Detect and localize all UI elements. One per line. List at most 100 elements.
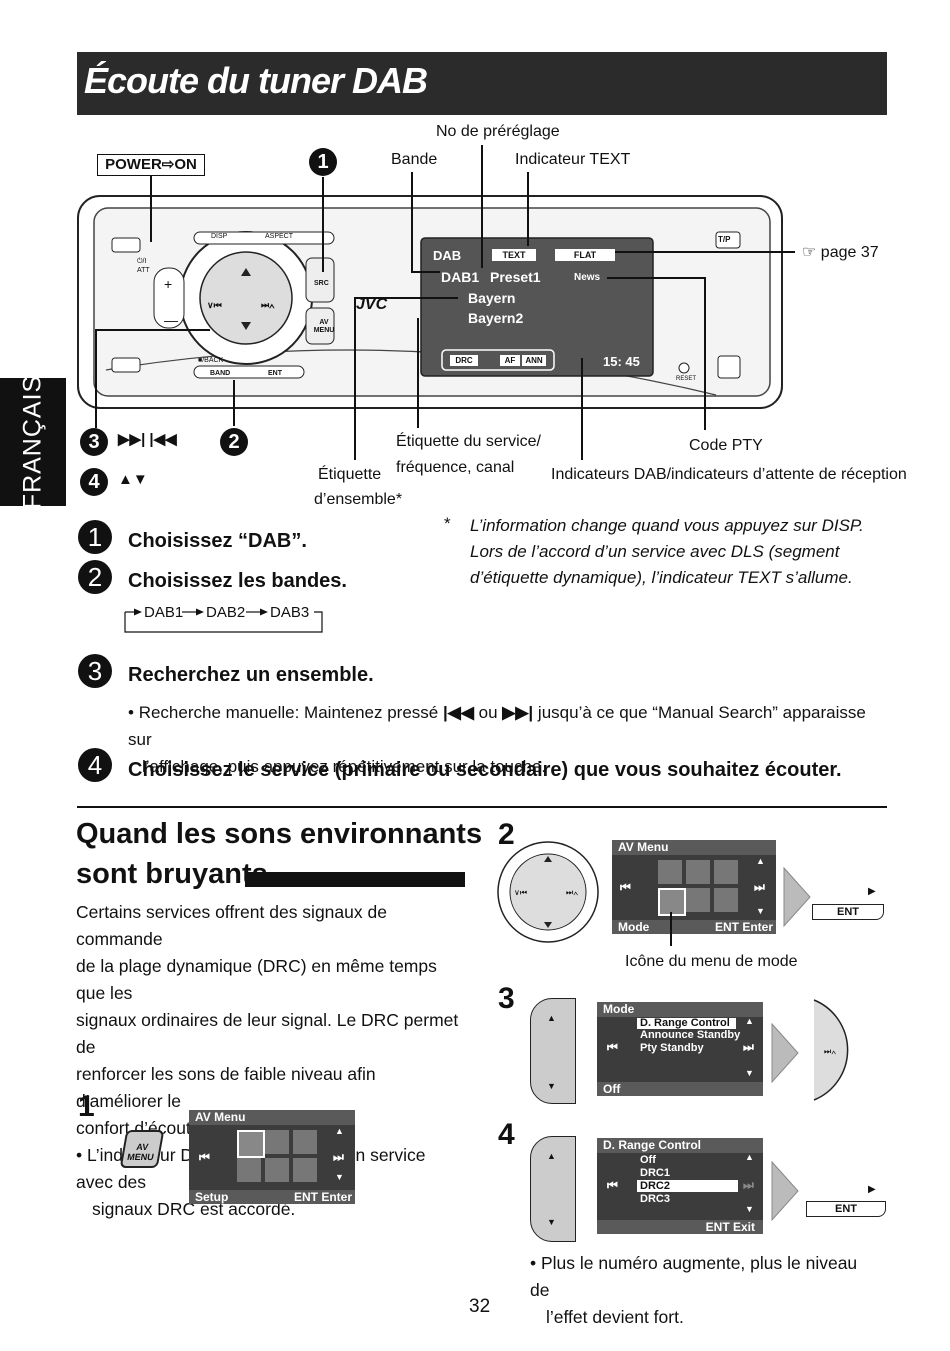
mode-icon bbox=[658, 888, 686, 916]
av-menu-key[interactable]: AV MENU bbox=[119, 1130, 165, 1168]
play-icon: ▶ bbox=[868, 886, 876, 897]
menu-icon-grid bbox=[237, 1130, 317, 1182]
down-icon: ▼ bbox=[745, 1204, 754, 1214]
play-icon: ▶ bbox=[868, 1184, 876, 1195]
screen4-footer: ENT Exit bbox=[597, 1220, 763, 1234]
drc-bullet-2: signaux DRC est accordé. bbox=[92, 1199, 296, 1219]
prev-icon: ⏮ bbox=[607, 1040, 618, 1054]
screen1-header: AV Menu bbox=[189, 1110, 355, 1125]
up-icon: ▲ bbox=[756, 856, 765, 866]
sound-icon bbox=[293, 1130, 317, 1154]
bluetooth-icon bbox=[293, 1158, 317, 1182]
ent-button-4[interactable]: ENT bbox=[806, 1201, 886, 1217]
list-icon bbox=[265, 1158, 289, 1182]
label-ensemble-2: d’ensemble* bbox=[314, 491, 403, 508]
body-line-3: signaux ordinaires de leur signal. Le DR… bbox=[76, 1010, 459, 1057]
section-heading-2: sont bruyants bbox=[76, 858, 268, 890]
disp-button[interactable]: DISP bbox=[211, 233, 228, 240]
label-page-ref: ☞ page 37 bbox=[802, 244, 879, 261]
display-time: 15: 45 bbox=[603, 354, 640, 369]
ent-button[interactable]: ENT bbox=[268, 370, 282, 377]
language-tab: FRANÇAIS bbox=[0, 374, 66, 510]
minus-button[interactable]: — bbox=[164, 312, 178, 328]
step-3-bullet: • Recherche manuelle: Maintenez pressé |… bbox=[128, 703, 866, 776]
setup-icon bbox=[658, 860, 682, 884]
label-preset-number: No de préréglage bbox=[436, 123, 560, 140]
down-icon: ▼ bbox=[756, 906, 765, 916]
arrow-right-icon bbox=[771, 1160, 799, 1222]
att-button[interactable]: ⏻/I ATT bbox=[137, 258, 150, 274]
language-label: FRANÇAIS bbox=[18, 374, 47, 510]
control-dial-2: ∨⏮ ⏭∧ bbox=[497, 841, 599, 943]
bluetooth-icon bbox=[714, 888, 738, 912]
display-drc: DRC bbox=[450, 355, 478, 366]
label-dab-indicators: Indicateurs DAB/indicateurs d’attente de… bbox=[551, 466, 907, 483]
dial-side-3: ▲▼ bbox=[530, 998, 576, 1104]
sub-step-3: 3 bbox=[498, 982, 515, 1015]
mode-icon-caption: Icône du menu de mode bbox=[625, 953, 798, 970]
label-service-2: fréquence, canal bbox=[396, 459, 515, 476]
screen-drc-list: D. Range Control Off DRC1 DRC2 DRC3 ⏮ ⏭ … bbox=[597, 1138, 763, 1234]
src-button[interactable]: SRC bbox=[314, 280, 329, 287]
callout-1: 1 bbox=[309, 148, 337, 176]
display-text-indicator: TEXT bbox=[492, 249, 536, 261]
band-button[interactable]: BAND bbox=[210, 370, 231, 377]
band-dab3: DAB3 bbox=[270, 604, 310, 621]
sub-step-2: 2 bbox=[498, 818, 515, 851]
body-line-1: Certains services offrent des signaux de… bbox=[76, 902, 387, 949]
reset-button[interactable]: RESET bbox=[676, 376, 697, 382]
back-label: ■/BACK bbox=[198, 357, 224, 364]
sound-icon bbox=[714, 860, 738, 884]
final-bullet: • Plus le numéro augmente, plus le nivea… bbox=[530, 1250, 870, 1331]
screen4-header: D. Range Control bbox=[597, 1138, 763, 1153]
display-dab: DAB bbox=[433, 248, 462, 263]
svg-text:⏭∧: ⏭∧ bbox=[566, 888, 578, 897]
power-on-label: POWER⇨ON bbox=[97, 154, 205, 176]
aspect-button[interactable]: ASPECT bbox=[265, 233, 294, 240]
svg-text:⏭∧: ⏭∧ bbox=[824, 1047, 836, 1056]
arrow-right-icon bbox=[783, 866, 811, 928]
tp-button[interactable]: T/P bbox=[718, 235, 731, 244]
prev-label: ∨⏮ bbox=[207, 300, 222, 310]
step-2-text: Choisissez les bandes. bbox=[128, 570, 347, 592]
down-icon: ▼ bbox=[745, 1068, 754, 1078]
menu-item-pty: Pty Standby bbox=[640, 1042, 704, 1054]
band-dab1: DAB1 bbox=[144, 604, 184, 621]
callout-4: 4 bbox=[80, 468, 108, 496]
prev-icon: |◀◀ bbox=[442, 703, 474, 722]
plus-button[interactable]: + bbox=[164, 276, 173, 292]
step-4-number: 4 bbox=[78, 748, 112, 782]
ent-button-2[interactable]: ENT bbox=[812, 904, 884, 920]
display-pty-news: News bbox=[574, 272, 601, 283]
page-title: Écoute du tuner DAB bbox=[84, 60, 428, 101]
step-1-number: 1 bbox=[78, 520, 112, 554]
next-icon: ⏭ bbox=[333, 1150, 344, 1164]
band-cycle-arrow bbox=[124, 608, 323, 633]
drc-option-1: DRC1 bbox=[640, 1167, 670, 1179]
display-af: AF bbox=[500, 355, 520, 366]
screen3-header: Mode bbox=[597, 1002, 763, 1017]
body-line-5: confort d’écoute. bbox=[76, 1118, 206, 1138]
sub-step-4: 4 bbox=[498, 1118, 515, 1151]
page-number: 32 bbox=[469, 1296, 491, 1317]
next-label: ⏭∧ bbox=[261, 300, 275, 310]
next-icon: ⏭ bbox=[743, 1040, 754, 1054]
label-band: Bande bbox=[391, 151, 438, 168]
jvc-logo: JVC bbox=[356, 296, 388, 313]
up-icon: ▲ bbox=[745, 1152, 754, 1162]
next-icon: ⏭ bbox=[743, 1178, 754, 1192]
heading-bar bbox=[245, 872, 465, 887]
label-text-indicator: Indicateur TEXT bbox=[515, 151, 631, 168]
body-line-2: de la plage dynamique (DRC) en même temp… bbox=[76, 956, 437, 1003]
up-icon: ▲ bbox=[745, 1016, 754, 1026]
next-icon: ⏭ bbox=[754, 880, 765, 894]
setup-icon bbox=[237, 1130, 265, 1158]
drc-option-off: Off bbox=[640, 1154, 656, 1166]
dial-side-4: ▲▼ bbox=[530, 1136, 576, 1242]
av-menu-button[interactable]: AV MENU bbox=[313, 319, 335, 334]
footnote-mark: * bbox=[444, 514, 451, 533]
step-3-ou: ou bbox=[478, 703, 498, 722]
